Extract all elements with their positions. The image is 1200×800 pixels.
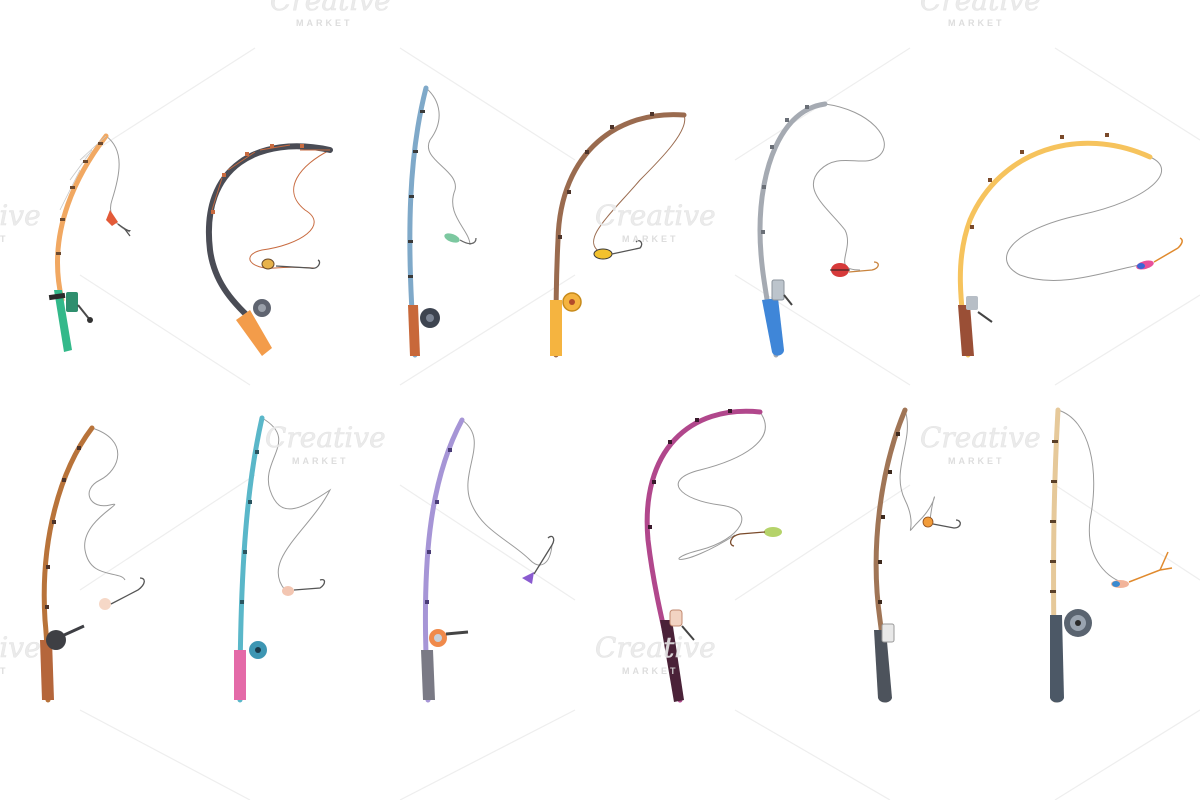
svg-text:MARKET: MARKET	[622, 666, 679, 676]
watermark-3: Creative MARKET	[0, 199, 41, 244]
fishing-rod-4	[550, 112, 687, 358]
svg-text:MARKET: MARKET	[0, 234, 9, 244]
reel-icon	[669, 609, 683, 627]
reel-icon	[881, 623, 895, 643]
watermark-8: Creative MARKET	[595, 631, 716, 676]
reel-icon	[771, 279, 785, 301]
watermark-6: Creative MARKET	[920, 421, 1041, 466]
svg-text:Creative: Creative	[265, 421, 386, 454]
svg-text:MARKET: MARKET	[948, 456, 1005, 466]
svg-text:MARKET: MARKET	[622, 234, 679, 244]
svg-text:Creative: Creative	[595, 199, 716, 232]
reel-icon	[66, 292, 78, 312]
fishing-rod-5	[757, 101, 885, 358]
reel-icon	[966, 296, 978, 310]
fishing-rod-10	[644, 408, 782, 703]
watermark-5: Creative MARKET	[265, 421, 386, 466]
svg-text:MARKET: MARKET	[948, 18, 1005, 28]
fishing-rod-6	[957, 133, 1183, 358]
fishing-rod-7	[40, 425, 145, 703]
watermark-1: Creative MARKET	[270, 0, 391, 28]
svg-text:Creative: Creative	[0, 199, 41, 232]
fishing-rod-2	[205, 143, 333, 356]
svg-text:MARKET: MARKET	[0, 666, 9, 676]
watermark-4: Creative MARKET	[595, 199, 716, 244]
watermark-2: Creative MARKET	[920, 0, 1041, 28]
fishing-rod-1	[48, 133, 131, 352]
svg-text:Creative: Creative	[920, 0, 1041, 17]
watermark-7: Creative MARKET	[0, 631, 41, 676]
fishing-rod-11	[873, 407, 961, 703]
reel-icon	[46, 630, 66, 650]
svg-text:Creative: Creative	[920, 421, 1041, 454]
svg-text:MARKET: MARKET	[292, 456, 349, 466]
svg-text:Creative: Creative	[595, 631, 716, 664]
svg-text:MARKET: MARKET	[296, 18, 353, 28]
svg-text:Creative: Creative	[270, 0, 391, 17]
fishing-rod-9	[421, 417, 555, 703]
svg-text:Creative: Creative	[0, 631, 41, 664]
fishing-rod-12	[1050, 407, 1173, 703]
fishing-rod-8	[234, 415, 332, 703]
fishing-rod-3	[407, 85, 477, 358]
